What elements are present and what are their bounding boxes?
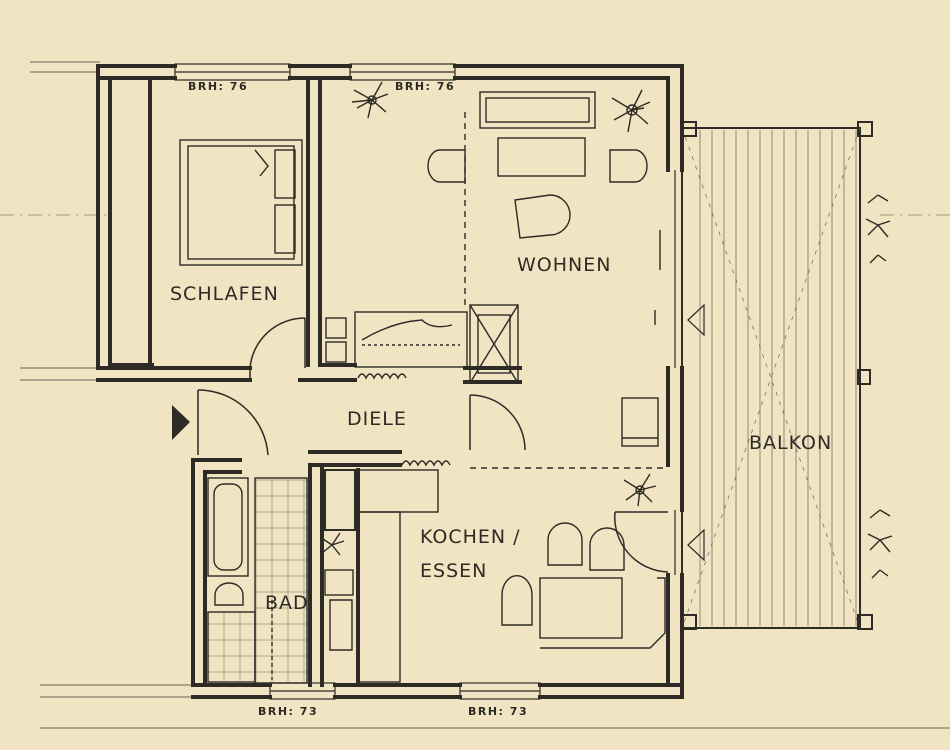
doors bbox=[197, 317, 669, 573]
living-furniture bbox=[325, 91, 661, 467]
kitchen-furniture bbox=[357, 467, 666, 683]
sill-height-wohnen: BRH: 76 bbox=[395, 80, 456, 93]
room-label-balkon: BALKON bbox=[749, 432, 833, 454]
plant-icon bbox=[319, 81, 893, 579]
sill-height-kochen: BRH: 73 bbox=[468, 705, 529, 718]
balcony bbox=[681, 121, 873, 630]
room-label-essen: ESSEN bbox=[420, 560, 488, 582]
entrance-arrow-icon bbox=[172, 405, 190, 440]
bathroom-fixtures bbox=[207, 477, 354, 684]
room-label-wohnen: WOHNEN bbox=[517, 254, 612, 276]
room-label-kochen: KOCHEN / bbox=[420, 526, 521, 548]
windows bbox=[174, 63, 676, 700]
bed bbox=[179, 139, 303, 266]
sill-height-bad: BRH: 73 bbox=[258, 705, 319, 718]
guide-lines bbox=[20, 61, 950, 729]
walls bbox=[96, 64, 684, 699]
room-label-bad: BAD bbox=[265, 592, 309, 614]
room-label-schlafen: SCHLAFEN bbox=[170, 283, 279, 305]
sill-height-schlafen: BRH: 76 bbox=[188, 80, 249, 93]
room-label-diele: DIELE bbox=[347, 408, 407, 430]
